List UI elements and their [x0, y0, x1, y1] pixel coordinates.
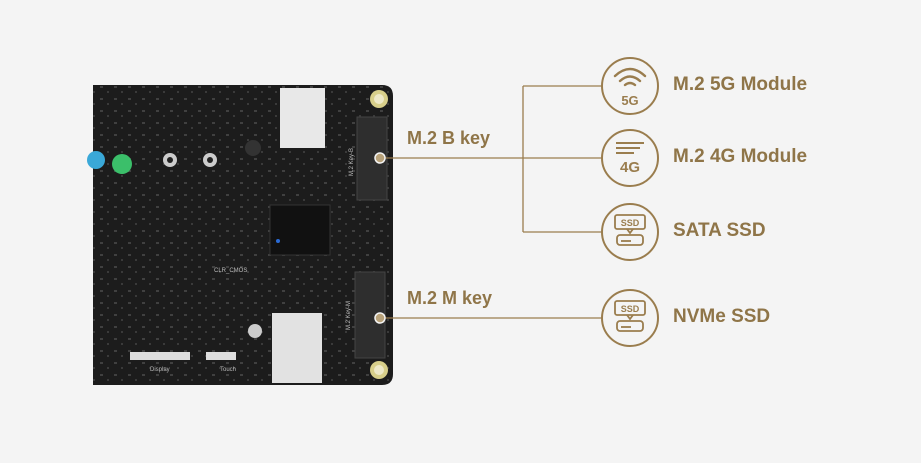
silk-display: Display	[150, 367, 170, 373]
4g-badge: 4G	[620, 159, 640, 176]
module-label-sata: SATA SSD	[673, 220, 766, 241]
silk-m2-key-b: M.2 Key-B	[349, 148, 355, 176]
m2-b-key-label: M.2 B key	[407, 128, 491, 148]
4g-icon-circle	[601, 129, 659, 187]
sata-badge: SSD	[621, 218, 640, 228]
5g-icon-circle	[601, 57, 659, 115]
ssd-icon	[614, 214, 646, 246]
4g-icon	[616, 142, 644, 154]
module-label-5g: M.2 5G Module	[673, 74, 808, 95]
module-label-4g: M.2 4G Module	[673, 146, 808, 167]
m-key-dot	[374, 312, 386, 324]
carrier-board-image: Display Touch CLR_CMOS M.2 Key-B M.2 Key…	[87, 85, 393, 385]
ssd-icon	[614, 300, 646, 332]
m2-m-key-label: M.2 M key	[407, 288, 493, 308]
5g-badge: 5G	[621, 93, 638, 108]
connector-lines	[380, 85, 603, 319]
5g-icon	[613, 67, 647, 87]
silk-touch: Touch	[220, 367, 236, 373]
silk-m2-key-m: M.2 Key-M	[346, 301, 352, 330]
module-label-nvme: NVMe SSD	[673, 306, 771, 327]
silk-clr-cmos: CLR_CMOS	[214, 268, 247, 274]
b-key-dot	[374, 152, 386, 164]
nvme-badge: SSD	[621, 304, 640, 314]
